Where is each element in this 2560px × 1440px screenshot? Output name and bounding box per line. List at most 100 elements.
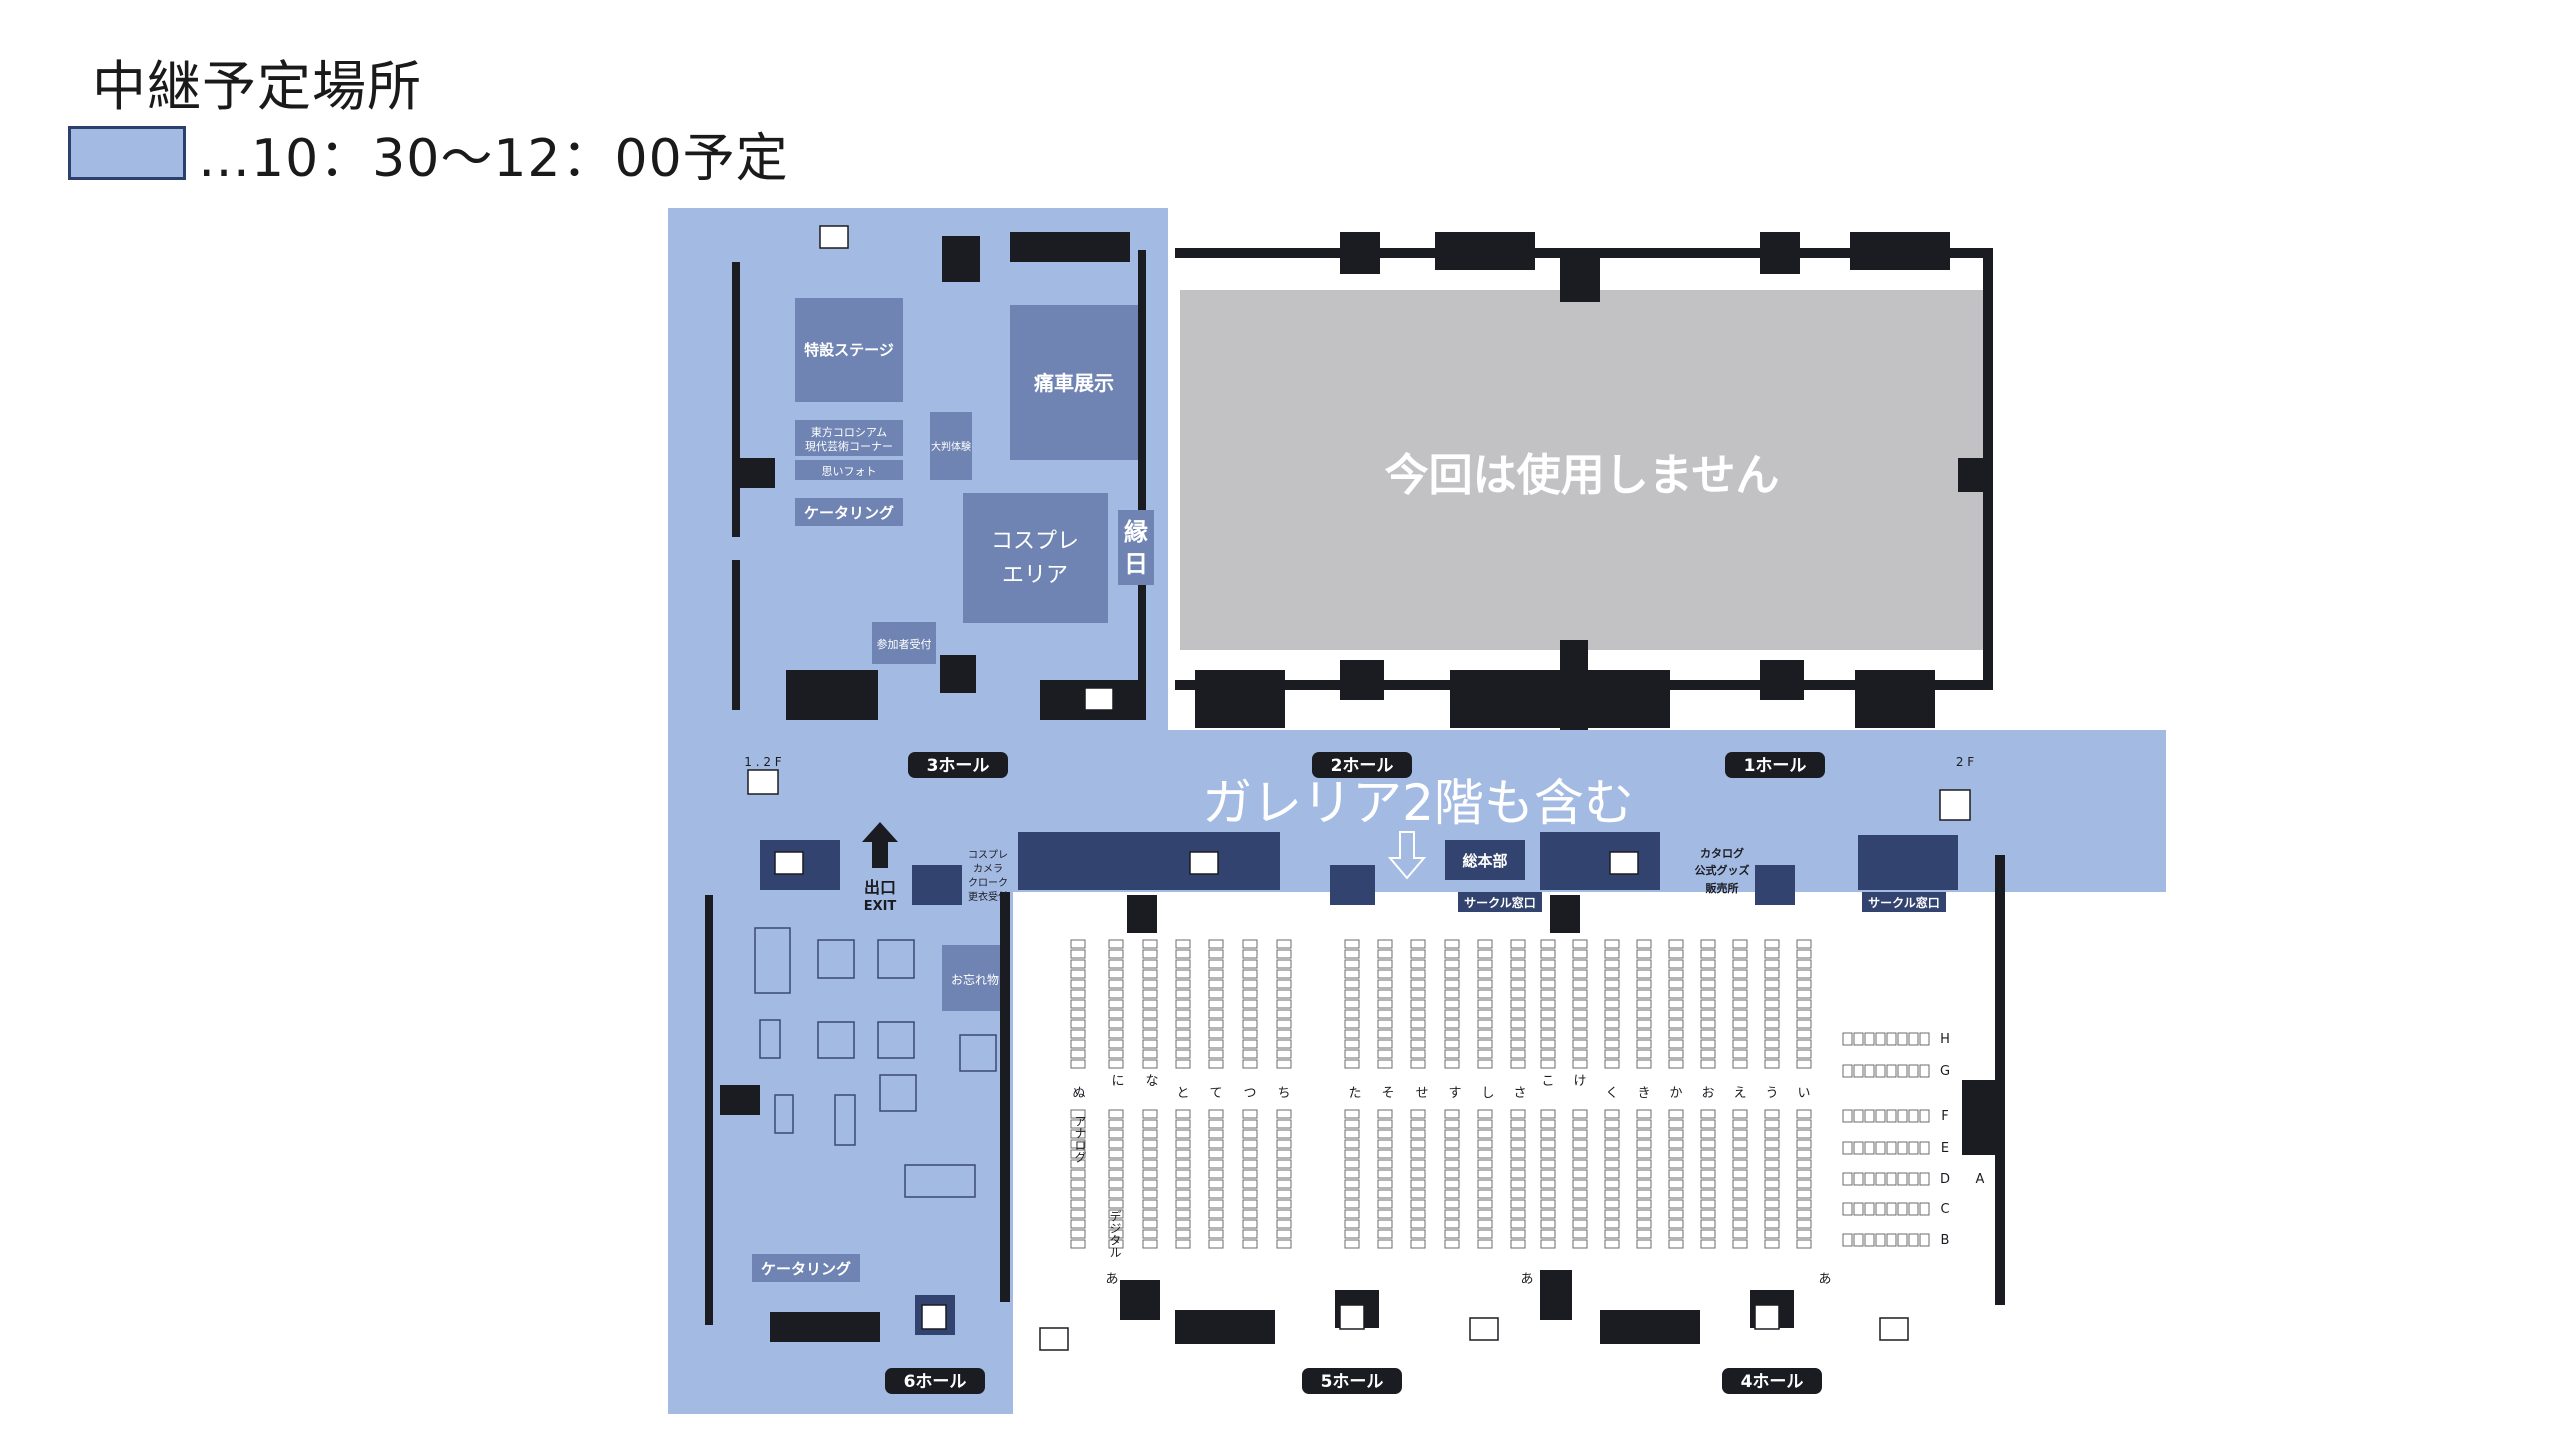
seat-block <box>1208 1139 1224 1149</box>
seat-block <box>1572 1229 1588 1239</box>
seat-block <box>1853 1233 1864 1247</box>
seat-block <box>1444 1009 1460 1019</box>
seat-block <box>1444 1139 1460 1149</box>
seat-block <box>1919 1064 1930 1078</box>
seat-block <box>1572 999 1588 1009</box>
seat-block <box>1344 959 1360 969</box>
seat-block <box>1732 1209 1748 1219</box>
seat-block <box>1242 1109 1258 1119</box>
seat-block <box>1477 1009 1493 1019</box>
seat-block <box>1919 1032 1930 1046</box>
seat-block <box>1070 1229 1086 1239</box>
seat-block <box>1572 989 1588 999</box>
seat-block <box>1344 999 1360 1009</box>
seat-block <box>1242 1009 1258 1019</box>
seat-block <box>1764 999 1780 1009</box>
seat-block <box>1175 1019 1191 1029</box>
seat-block <box>1070 1009 1086 1019</box>
seat-block <box>1242 1219 1258 1229</box>
seat-block <box>1410 1219 1426 1229</box>
seat-block <box>1764 1109 1780 1119</box>
seat-block <box>1668 1029 1684 1039</box>
circle-windows: サークル窓口 サークル窓口 <box>1458 892 1946 912</box>
seat-block <box>1796 1119 1812 1129</box>
seat-block <box>1572 1059 1588 1069</box>
seat-block <box>1732 959 1748 969</box>
restroom-icon <box>1879 1317 1909 1341</box>
seat-block <box>1344 1059 1360 1069</box>
seat-block <box>1572 1179 1588 1189</box>
row-label: せ <box>1415 1086 1428 1101</box>
seat-block <box>1636 1189 1652 1199</box>
seat-block <box>1700 959 1716 969</box>
seat-block <box>1344 1219 1360 1229</box>
row-label: か <box>1669 1086 1682 1101</box>
seat-block <box>1604 1219 1620 1229</box>
seat-block <box>1410 1109 1426 1119</box>
seat-block <box>1510 1009 1526 1019</box>
seat-block <box>1276 949 1292 959</box>
seat-block <box>1510 1039 1526 1049</box>
seat-block <box>1377 979 1393 989</box>
seat-block <box>1344 1049 1360 1059</box>
seat-block <box>1700 1049 1716 1059</box>
seat-block <box>1604 1199 1620 1209</box>
seat-block <box>1410 1019 1426 1029</box>
seat-block <box>1732 969 1748 979</box>
floor-label-2: 2 F <box>1956 755 1974 769</box>
seat-block <box>1276 1219 1292 1229</box>
gallery: ガレリア2階も含む 1 . 2 F 2 F 総本部 カタログ 公式グッズ 販売所… <box>744 755 1974 905</box>
seat-block <box>1700 989 1716 999</box>
seat-block <box>1700 969 1716 979</box>
seat-block <box>1908 1032 1919 1046</box>
seat-block <box>1175 1109 1191 1119</box>
participant-reception-block <box>872 622 936 664</box>
seat-block <box>1108 979 1124 989</box>
seat-block <box>1604 969 1620 979</box>
row-label: な <box>1145 1074 1158 1089</box>
seat-block <box>1700 1189 1716 1199</box>
seat-block <box>1175 1219 1191 1229</box>
seat-block <box>1175 1139 1191 1149</box>
ennichi-label-2: 日 <box>1124 550 1148 578</box>
seat-block <box>1668 1219 1684 1229</box>
seat-block <box>1242 1189 1258 1199</box>
seat-block <box>1410 1229 1426 1239</box>
seat-block <box>1377 939 1393 949</box>
seat-block <box>1796 949 1812 959</box>
seat-block <box>1142 1039 1158 1049</box>
seat-block <box>1796 1179 1812 1189</box>
seat-block <box>1540 1189 1556 1199</box>
seat-block <box>1410 969 1426 979</box>
seat-block <box>1604 949 1620 959</box>
seat-block <box>1377 1129 1393 1139</box>
seat-block <box>1732 1179 1748 1189</box>
seat-block <box>1886 1141 1897 1155</box>
seat-block <box>1377 959 1393 969</box>
unused-area <box>1180 290 1985 650</box>
seat-block <box>1796 989 1812 999</box>
circle-window-label-1: サークル窓口 <box>1464 895 1536 910</box>
seat-block <box>1070 979 1086 989</box>
side-row-label: H <box>1940 1032 1950 1047</box>
seat-block <box>1410 1169 1426 1179</box>
cosplay-area-block <box>963 493 1108 623</box>
seat-block <box>1908 1233 1919 1247</box>
seat-block <box>1276 1169 1292 1179</box>
seat-block <box>1864 1109 1875 1123</box>
row-label: お <box>1701 1086 1714 1101</box>
seat-block <box>1864 1233 1875 1247</box>
seat-block <box>1276 1239 1292 1249</box>
cosplay-area-label-1: コスプレ <box>991 529 1079 554</box>
seat-block <box>1142 1209 1158 1219</box>
seat-block <box>1108 959 1124 969</box>
seat-block <box>1732 1039 1748 1049</box>
seat-block <box>1572 1049 1588 1059</box>
seat-block <box>1764 989 1780 999</box>
seat-block <box>1764 1159 1780 1169</box>
seat-block <box>1908 1202 1919 1216</box>
seat-block <box>1142 1189 1158 1199</box>
seat-block <box>1142 1019 1158 1029</box>
seat-block <box>1572 1009 1588 1019</box>
seat-block <box>1477 1059 1493 1069</box>
